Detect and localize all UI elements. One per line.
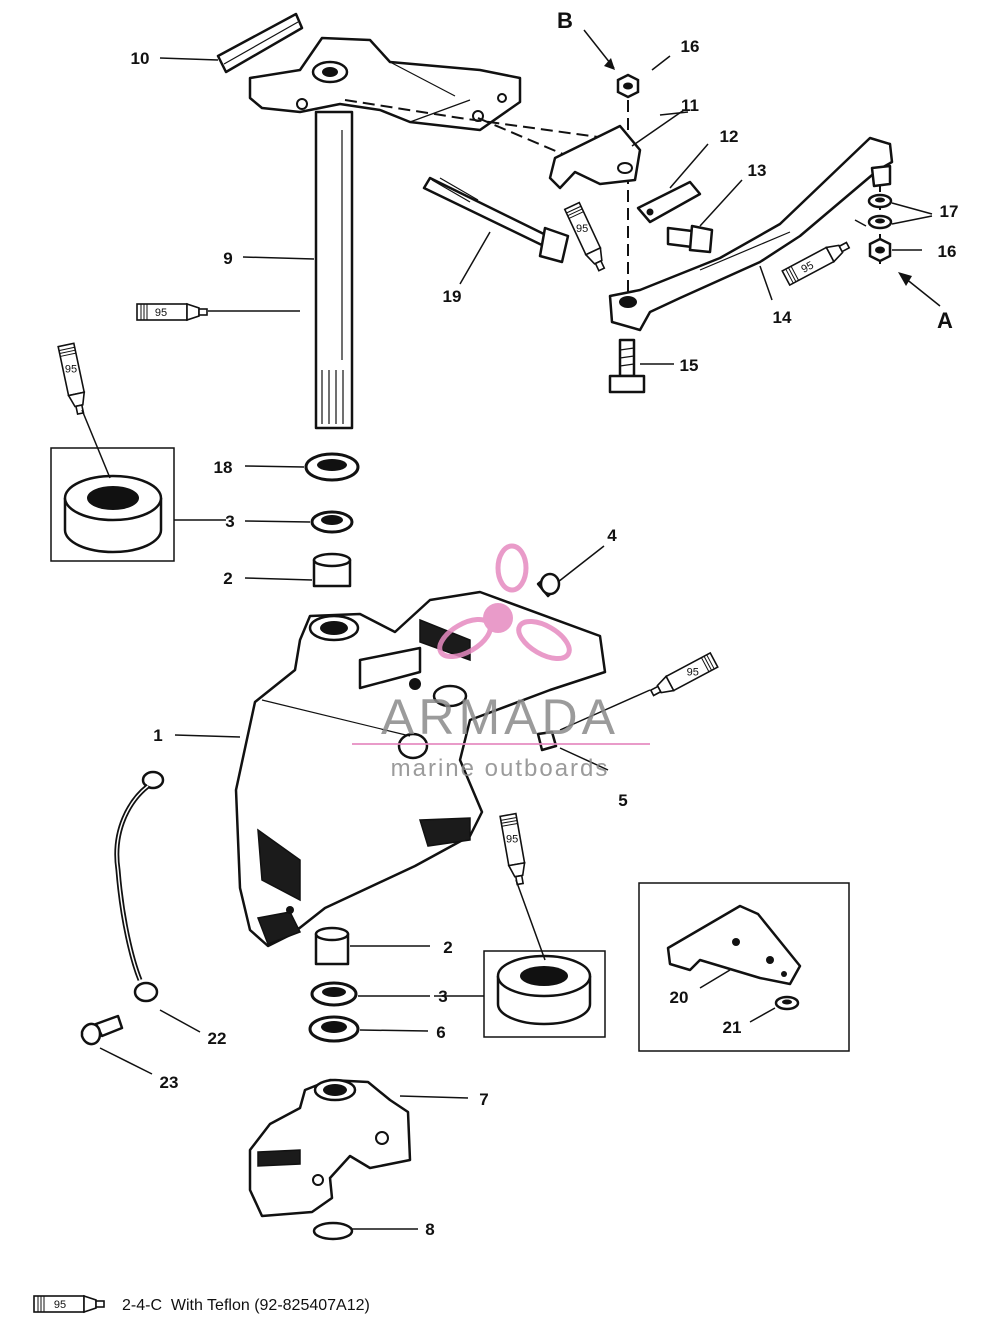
callout-4: 4: [607, 526, 617, 545]
bracket-20: [666, 904, 802, 986]
tube-label: 95: [576, 223, 588, 235]
callout-22: 22: [208, 1029, 227, 1048]
long-bolt: [422, 176, 570, 264]
bushing-4: [536, 572, 561, 598]
lubricant-tube-4: 95: [781, 237, 853, 286]
callout-18: 18: [214, 458, 233, 477]
link-clip: [636, 180, 702, 224]
lower-yoke: [248, 1078, 412, 1218]
callout-19: 19: [443, 287, 462, 306]
legend-tube-label: 95: [54, 1299, 66, 1311]
legend-text: 2-4-C With Teflon (92-825407A12): [122, 1297, 370, 1314]
legend: 95: [33, 1295, 105, 1313]
callout-3-bottom: 3: [438, 987, 447, 1006]
seal-detail-top: [63, 474, 163, 554]
callout-14: 14: [773, 308, 792, 327]
bushing-upper: [312, 552, 352, 588]
seal-18: [304, 452, 360, 482]
seal-3-upper: [310, 510, 354, 534]
view-letter-a: A: [937, 308, 953, 333]
callout-6: 6: [436, 1023, 445, 1042]
tube-label: 95: [687, 666, 699, 678]
watermark-brand: ARMADA: [381, 689, 619, 745]
callout-7: 7: [479, 1090, 488, 1109]
watermark: ARMADA marine outboards: [352, 543, 650, 782]
watermark-tagline: marine outboards: [391, 755, 610, 782]
callout-2-top: 2: [223, 569, 232, 588]
washer-21: [774, 995, 800, 1011]
link-bracket: [548, 124, 642, 190]
seal-6: [308, 1015, 360, 1043]
steering-shaft: [314, 110, 354, 430]
lubricant-tube-5: 95: [647, 652, 719, 701]
lubricant-tube-6: 95: [499, 812, 529, 887]
leader-lines: [81, 29, 941, 1230]
callout-11: 11: [681, 96, 699, 115]
locknut-b: [616, 73, 640, 99]
detail-box-seal-top: [50, 447, 175, 562]
callout-10: 10: [131, 49, 150, 68]
view-letter-b: B: [557, 8, 573, 33]
washer-lower: [867, 214, 893, 230]
steering-link-rod: [608, 136, 894, 332]
callout-12: 12: [720, 127, 739, 146]
lubricant-tube-2: 95: [57, 342, 90, 416]
washer-upper: [867, 193, 893, 209]
callout-2-bottom: 2: [443, 938, 452, 957]
tube-label: 95: [799, 259, 815, 275]
callout-1: 1: [153, 726, 162, 745]
callout-8: 8: [425, 1220, 434, 1239]
callout-16-top: 16: [681, 37, 700, 56]
tube-label: 95: [155, 307, 167, 319]
seal-3-lower: [310, 981, 358, 1007]
tube-label: 95: [506, 834, 518, 846]
bushing-lower: [314, 926, 350, 966]
tube-label: 95: [65, 363, 77, 375]
locknut-a: [868, 237, 892, 263]
callout-15: 15: [680, 356, 699, 375]
callout-20: 20: [670, 988, 689, 1007]
detail-box-bracket: [638, 882, 850, 1052]
callout-16-right: 16: [938, 242, 957, 261]
watermark-logo: [437, 543, 572, 662]
seal-detail-bottom: [496, 954, 592, 1026]
steering-arm: [248, 36, 522, 132]
lubricant-tube-3: 95: [563, 201, 610, 274]
spacer-plate: [216, 12, 304, 74]
lubricant-tube-1: 95: [136, 303, 208, 321]
callout-23: 23: [160, 1073, 179, 1092]
link-bolt: [608, 338, 646, 394]
ground-strap: [114, 770, 165, 1003]
callout-9: 9: [223, 249, 232, 268]
pivot-bolt: [666, 224, 714, 254]
callout-21: 21: [723, 1018, 742, 1037]
callout-5: 5: [618, 791, 627, 810]
callout-17: 17: [940, 202, 959, 221]
detail-box-seal-bottom: [483, 950, 606, 1038]
callout-13: 13: [748, 161, 767, 180]
ground-screw: [80, 1014, 124, 1046]
callout-3-top: 3: [225, 512, 234, 531]
retaining-ring: [312, 1221, 354, 1241]
